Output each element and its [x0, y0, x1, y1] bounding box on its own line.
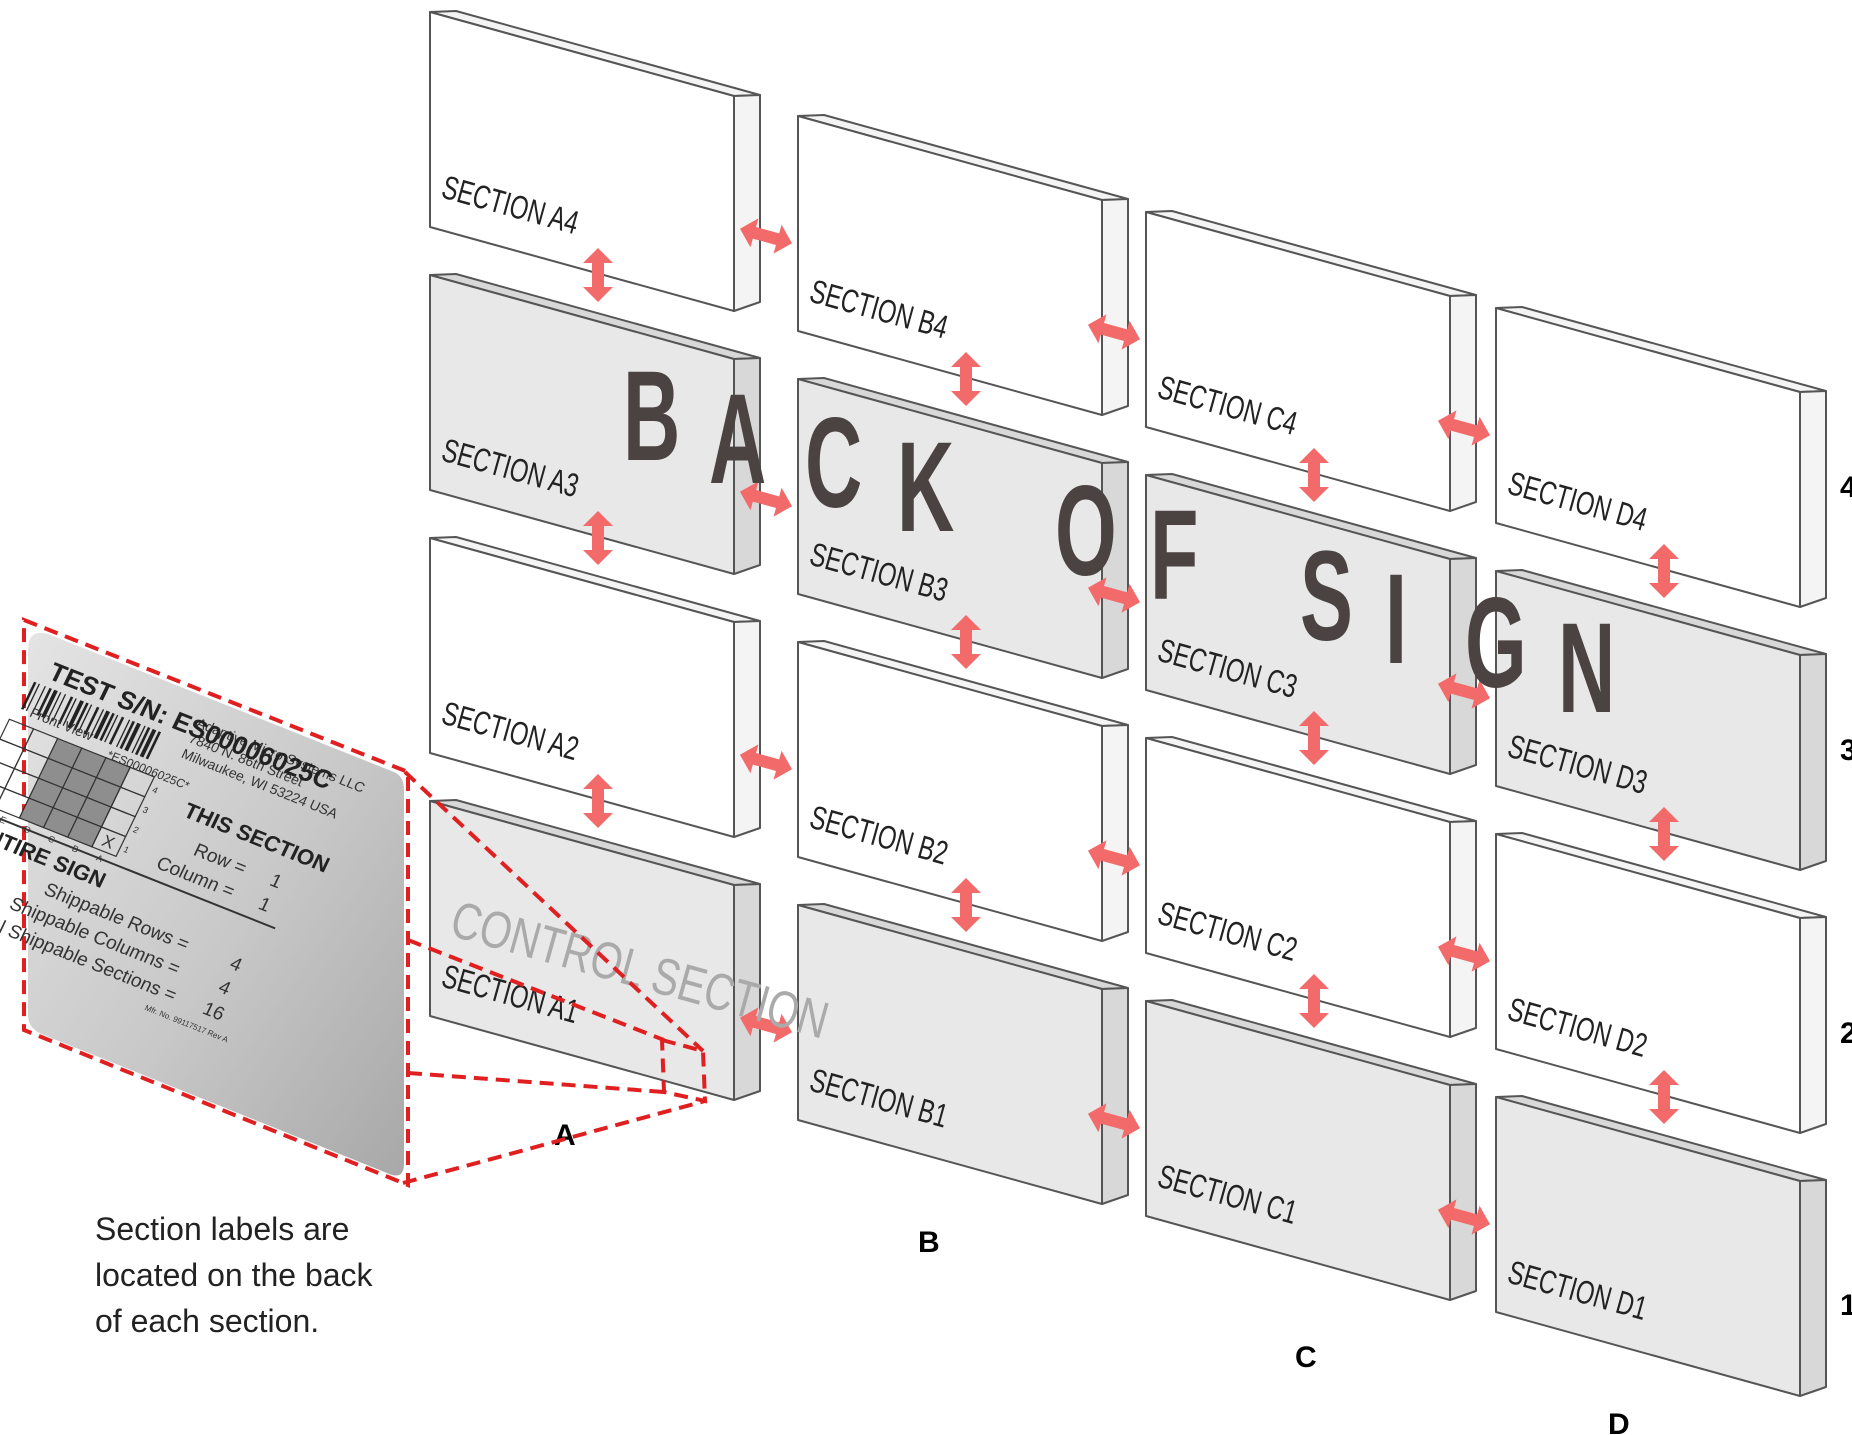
panel-face: [430, 538, 734, 837]
panel-face: [1496, 1097, 1800, 1396]
panel-side: [1450, 821, 1476, 1037]
caption-line-2: located on the back: [95, 1257, 374, 1293]
column-letter-a: A: [554, 1119, 576, 1152]
panel-side: [1800, 391, 1826, 607]
panel-face: [430, 12, 734, 311]
panel-face: [1496, 834, 1800, 1133]
panel-side: [1102, 725, 1128, 941]
headline-letter: K: [897, 416, 954, 559]
row-number-2: 2: [1840, 1017, 1852, 1050]
panel-b1: [798, 904, 1128, 1204]
panel-face: [798, 116, 1102, 415]
panel-side: [1800, 917, 1826, 1133]
panel-side: [734, 95, 760, 311]
panel-face: [1496, 571, 1800, 870]
headline-letter: F: [1150, 484, 1198, 627]
column-letter-c: C: [1295, 1341, 1317, 1374]
panel-face: [1146, 212, 1450, 511]
panel-c1: [1146, 1000, 1476, 1300]
caption-line-1: Section labels are: [95, 1211, 349, 1247]
panel-face: [798, 642, 1102, 941]
headline-letter: S: [1300, 525, 1353, 668]
caption-line-3: of each section.: [95, 1303, 319, 1339]
panel-face: [1496, 308, 1800, 607]
panel-side: [1800, 1180, 1826, 1396]
row-number-4: 4: [1840, 471, 1852, 504]
headline-letter: A: [709, 368, 766, 511]
callout-line-lower: [408, 1073, 664, 1092]
section-label-card: Adaptive Micro Systems LLC 7840 N. 86th …: [0, 620, 408, 1185]
row-numbers: 1 2 3 4: [1840, 471, 1852, 1322]
column-letter-d: D: [1608, 1408, 1630, 1435]
panel-side: [1450, 1084, 1476, 1300]
row-number-1: 1: [1840, 1289, 1852, 1322]
panel-face: [1146, 1001, 1450, 1300]
panel-face: [798, 905, 1102, 1204]
row-number-3: 3: [1840, 734, 1852, 767]
panel-face: [1146, 738, 1450, 1037]
headline-letter: G: [1465, 572, 1527, 715]
panel-face: [430, 275, 734, 574]
panel-side: [1800, 654, 1826, 870]
panel-side: [1102, 199, 1128, 415]
headline-letter: N: [1558, 597, 1615, 740]
panel-side: [1102, 988, 1128, 1204]
headline-letter: O: [1055, 460, 1117, 603]
headline-letter: B: [623, 345, 680, 488]
callout-line-bottom: [403, 1101, 705, 1183]
sign-panels: [430, 11, 1826, 1396]
panel-d1: [1496, 1096, 1826, 1396]
caption: Section labels are located on the back o…: [95, 1211, 374, 1339]
column-letter-b: B: [918, 1226, 940, 1259]
headline-letter: I: [1385, 548, 1407, 691]
panel-side: [734, 621, 760, 837]
panel-side: [1450, 295, 1476, 511]
headline-letter: C: [805, 392, 862, 535]
